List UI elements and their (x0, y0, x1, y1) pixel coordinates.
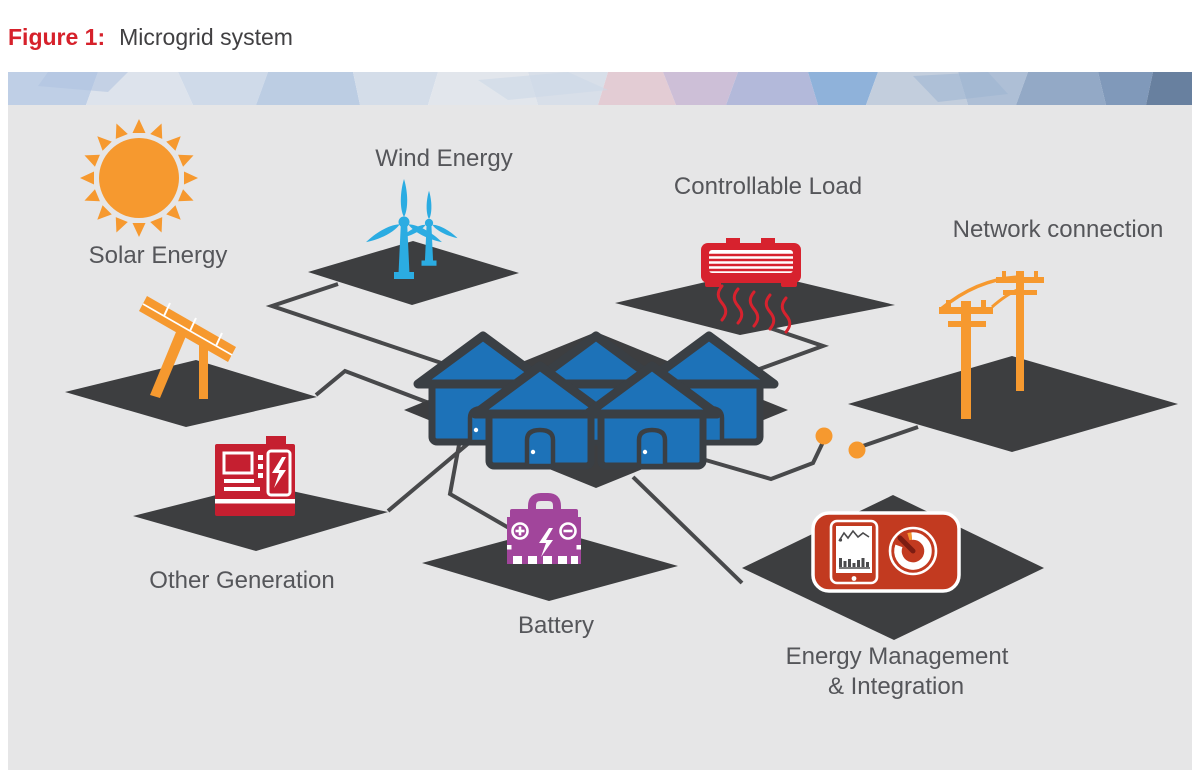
battery-label: Battery (518, 612, 594, 639)
battery-platform (422, 529, 678, 601)
controllable-load-label: Controllable Load (674, 173, 862, 200)
figure-title: Microgrid system (119, 24, 293, 50)
house (470, 361, 610, 470)
tablet-icon (829, 519, 879, 585)
wind-turbines-icon (366, 179, 458, 279)
house (582, 361, 722, 470)
solar-panel-icon (139, 296, 236, 399)
air-conditioner-icon (701, 238, 801, 334)
energy-management-label-line1: Energy Management (786, 643, 1009, 670)
network-connection-label: Network connection (953, 216, 1164, 243)
load-platform (615, 271, 895, 335)
line-houses-to-ems (631, 475, 744, 585)
microgrid-diagram: Solar Energy Wind Energy Controllable Lo… (8, 105, 1192, 770)
line-solar-to-houses (314, 368, 438, 408)
line-houses-to-switch (701, 439, 826, 482)
power-poles-icon (939, 271, 1044, 419)
sun-icon (80, 119, 198, 237)
energy-management-label-line2: & Integration (828, 673, 964, 700)
wind-turbine-large (366, 179, 442, 279)
solar-platform (65, 360, 317, 427)
ems-box (811, 511, 961, 593)
houses-icon (413, 331, 779, 470)
solar-energy-label: Solar Energy (89, 242, 228, 269)
power-wire-2 (991, 287, 1021, 309)
network-platform (848, 356, 1178, 452)
line-wind-to-houses (265, 282, 481, 378)
figure-number: Figure 1: (8, 24, 106, 50)
connection-lines (265, 282, 919, 585)
battery-icon (507, 493, 581, 564)
generator-platform (133, 484, 388, 551)
line-generator-to-houses (386, 435, 478, 513)
mosaic-header-strip (8, 72, 1192, 105)
heat-waves-icon (716, 284, 792, 334)
switch-dot-left (815, 427, 833, 445)
switch-dot-right (848, 441, 866, 459)
generator-icon (215, 436, 295, 516)
line-battery-to-houses (447, 433, 510, 530)
figure-panel: Solar Energy Wind Energy Controllable Lo… (8, 72, 1192, 770)
other-generation-label: Other Generation (149, 567, 334, 594)
line-switch-to-network (856, 425, 919, 450)
gauge-icon (888, 526, 938, 576)
power-wire (939, 275, 1020, 311)
power-pole-back (996, 271, 1044, 391)
wind-energy-label: Wind Energy (375, 145, 512, 172)
figure-caption: Figure 1: Microgrid system (8, 24, 293, 51)
